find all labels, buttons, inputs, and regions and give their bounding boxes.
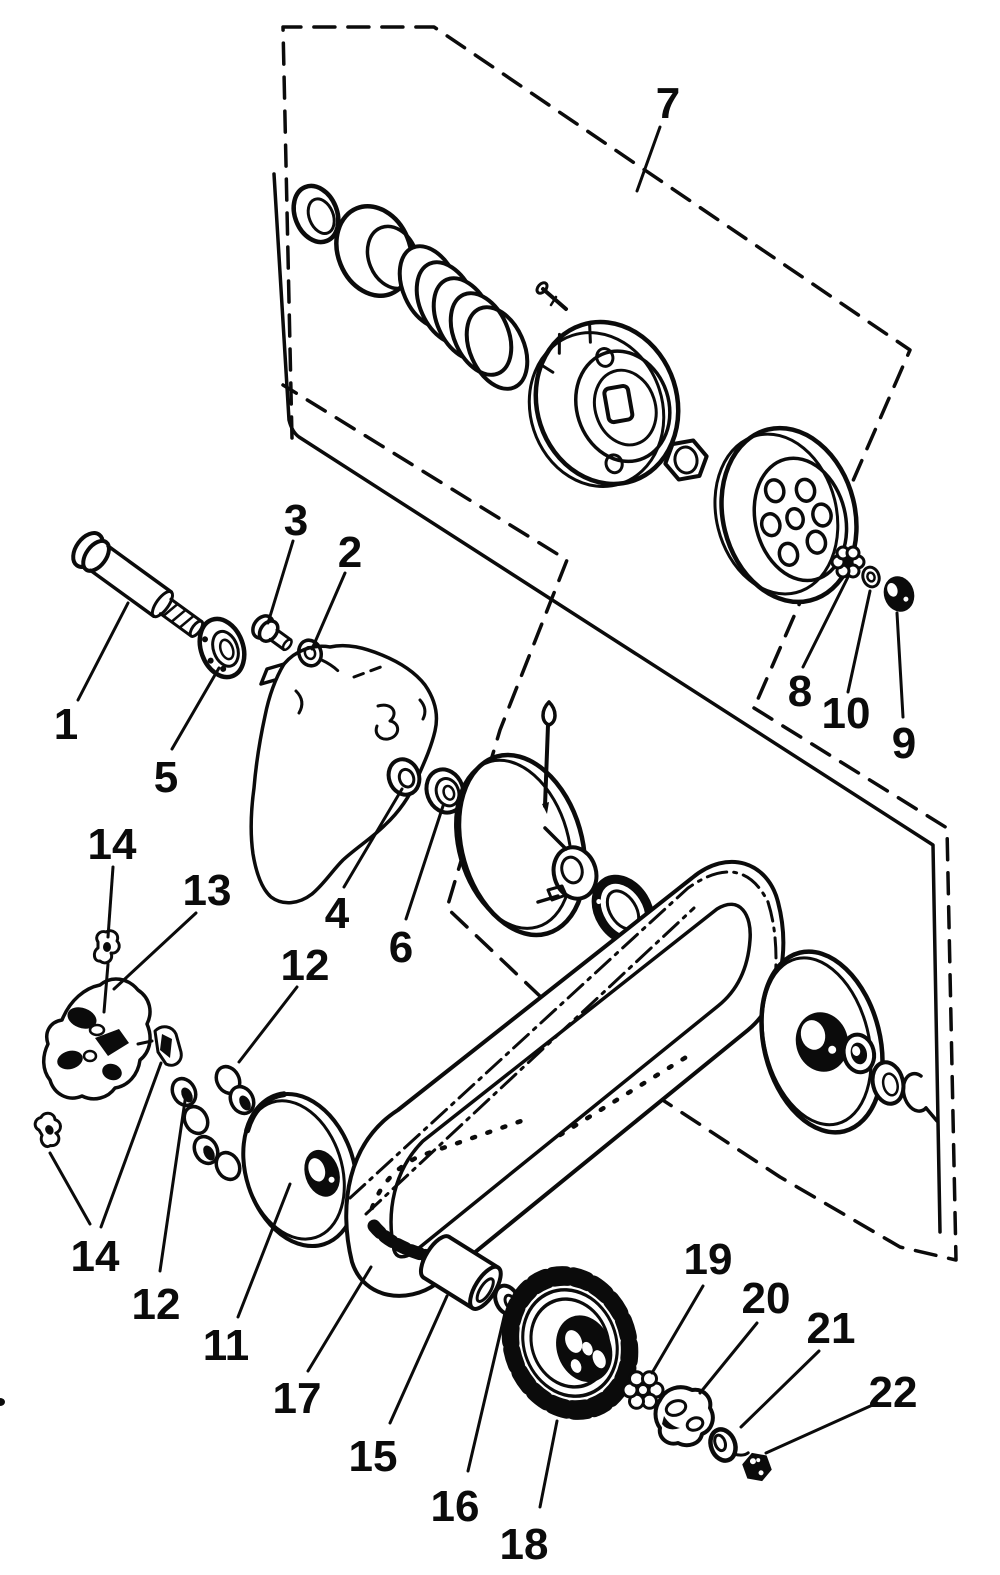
part-shaft-1: [71, 531, 205, 638]
part-small-pin: [535, 281, 568, 311]
part-rollers-12: [170, 1064, 256, 1182]
leader-20: [698, 1321, 759, 1395]
leader-19: [650, 1284, 705, 1375]
part-bushing-15: [418, 1234, 503, 1311]
leader-14a2: [102, 962, 110, 1014]
callout-17: 17: [273, 1374, 322, 1423]
leader-8: [801, 575, 850, 669]
callout-21: 21: [807, 1304, 856, 1353]
group-boundary-lines: [272, 25, 958, 1262]
case-edge-solid-line: [272, 172, 942, 1234]
part-washer-ring: [870, 1060, 906, 1106]
callout-14b: 14: [71, 1232, 120, 1281]
part-driven-pulley: [759, 949, 885, 1135]
leader-5: [170, 666, 221, 751]
part-star-washer-19: [621, 1370, 665, 1410]
leader-17: [306, 1265, 373, 1373]
callout-18: 18: [500, 1520, 549, 1569]
callout-22: 22: [869, 1368, 918, 1417]
callout-12b: 12: [132, 1280, 181, 1329]
part-washer-4: [386, 757, 422, 797]
part-bearing-5: [197, 616, 247, 680]
part-clip-14-top: [92, 929, 121, 965]
leader-18: [538, 1419, 559, 1509]
part-clutch-spring: [397, 244, 530, 391]
part-end-cap-9: [883, 576, 915, 612]
leader-16: [466, 1311, 507, 1473]
part-fan-wheel-18: [501, 1266, 639, 1420]
part-guide-pin: [541, 700, 557, 814]
part-washer-10: [861, 565, 881, 589]
part-clip-14-bottom: [33, 1111, 62, 1148]
part-clutch-shoe-assembly: [527, 319, 681, 488]
callout-9: 9: [892, 719, 916, 768]
part-drive-belt-17: [344, 860, 786, 1298]
group-leader-lines: [48, 125, 905, 1509]
leader-12b: [158, 1092, 188, 1273]
leader-15: [388, 1294, 449, 1425]
leader-4: [342, 787, 404, 889]
leader-1: [76, 601, 130, 702]
leader-2: [310, 571, 347, 651]
assembly-7-boundary-dashed: [281, 25, 912, 710]
callout-11: 11: [203, 1321, 250, 1370]
belt-pitch-line: [348, 870, 778, 1200]
callout-6: 6: [389, 923, 413, 972]
leader-10: [846, 589, 872, 694]
leader-14a: [106, 865, 115, 939]
lower-group-boundary-dashed: [281, 383, 958, 1262]
callout-8: 8: [788, 667, 812, 716]
group-fan-assembly: [0, 1234, 772, 1482]
part-bolt-3: [251, 614, 293, 652]
leader-21: [739, 1349, 821, 1429]
group-clutch-assembly-7: [291, 183, 915, 612]
leader-22: [764, 1401, 879, 1455]
callout-20: 20: [742, 1274, 791, 1323]
callout-2: 2: [338, 528, 362, 577]
group-callout-labels: 1 2 3 4 5 6 7 8 9 10 11 12 12 13 14 14 1…: [54, 79, 918, 1569]
part-spring-seat-cup: [334, 204, 420, 298]
callout-13: 13: [183, 866, 232, 915]
part-movable-drive-face: [454, 752, 599, 938]
part-crankcase-cover: [249, 643, 439, 905]
part-bearing-6: [424, 767, 466, 815]
callout-7: 7: [656, 79, 680, 128]
part-clutch-bell: [713, 425, 859, 605]
leader-11: [236, 1182, 292, 1319]
callout-15: 15: [349, 1432, 398, 1481]
callout-12a: 12: [281, 941, 330, 990]
leader-3: [266, 539, 295, 625]
leader-12a: [237, 985, 299, 1064]
group-driven-pulley: [759, 949, 939, 1135]
part-castle-nut-20: [0, 1385, 715, 1448]
group-shaft-and-cover: [71, 531, 466, 905]
part-seal-ring: [291, 183, 341, 245]
leader-14b-right: [99, 1061, 163, 1229]
part-washer-21: [708, 1427, 750, 1463]
part-lock-nut-8: [830, 545, 866, 579]
callout-19: 19: [684, 1235, 733, 1284]
group-variator-parts: [33, 700, 655, 1249]
part-ramp-plate-13: [42, 977, 154, 1101]
leader-6: [404, 804, 445, 921]
leader-9: [895, 611, 905, 719]
callout-1: 1: [54, 700, 78, 749]
part-slide-guide-14: [153, 1025, 183, 1067]
part-hex-nut: [663, 438, 709, 482]
callout-16: 16: [431, 1482, 480, 1531]
part-drive-face-11: [241, 1091, 359, 1249]
callout-3: 3: [284, 496, 308, 545]
leader-7: [635, 125, 662, 193]
leader-13: [112, 911, 198, 991]
part-hex-nut-22: [742, 1452, 772, 1482]
callout-4: 4: [325, 889, 350, 938]
part-circlip: [901, 1071, 939, 1123]
callout-14a: 14: [88, 820, 137, 869]
leader-14b-left: [48, 1151, 92, 1226]
callout-10: 10: [822, 689, 871, 738]
callout-5: 5: [154, 753, 178, 802]
